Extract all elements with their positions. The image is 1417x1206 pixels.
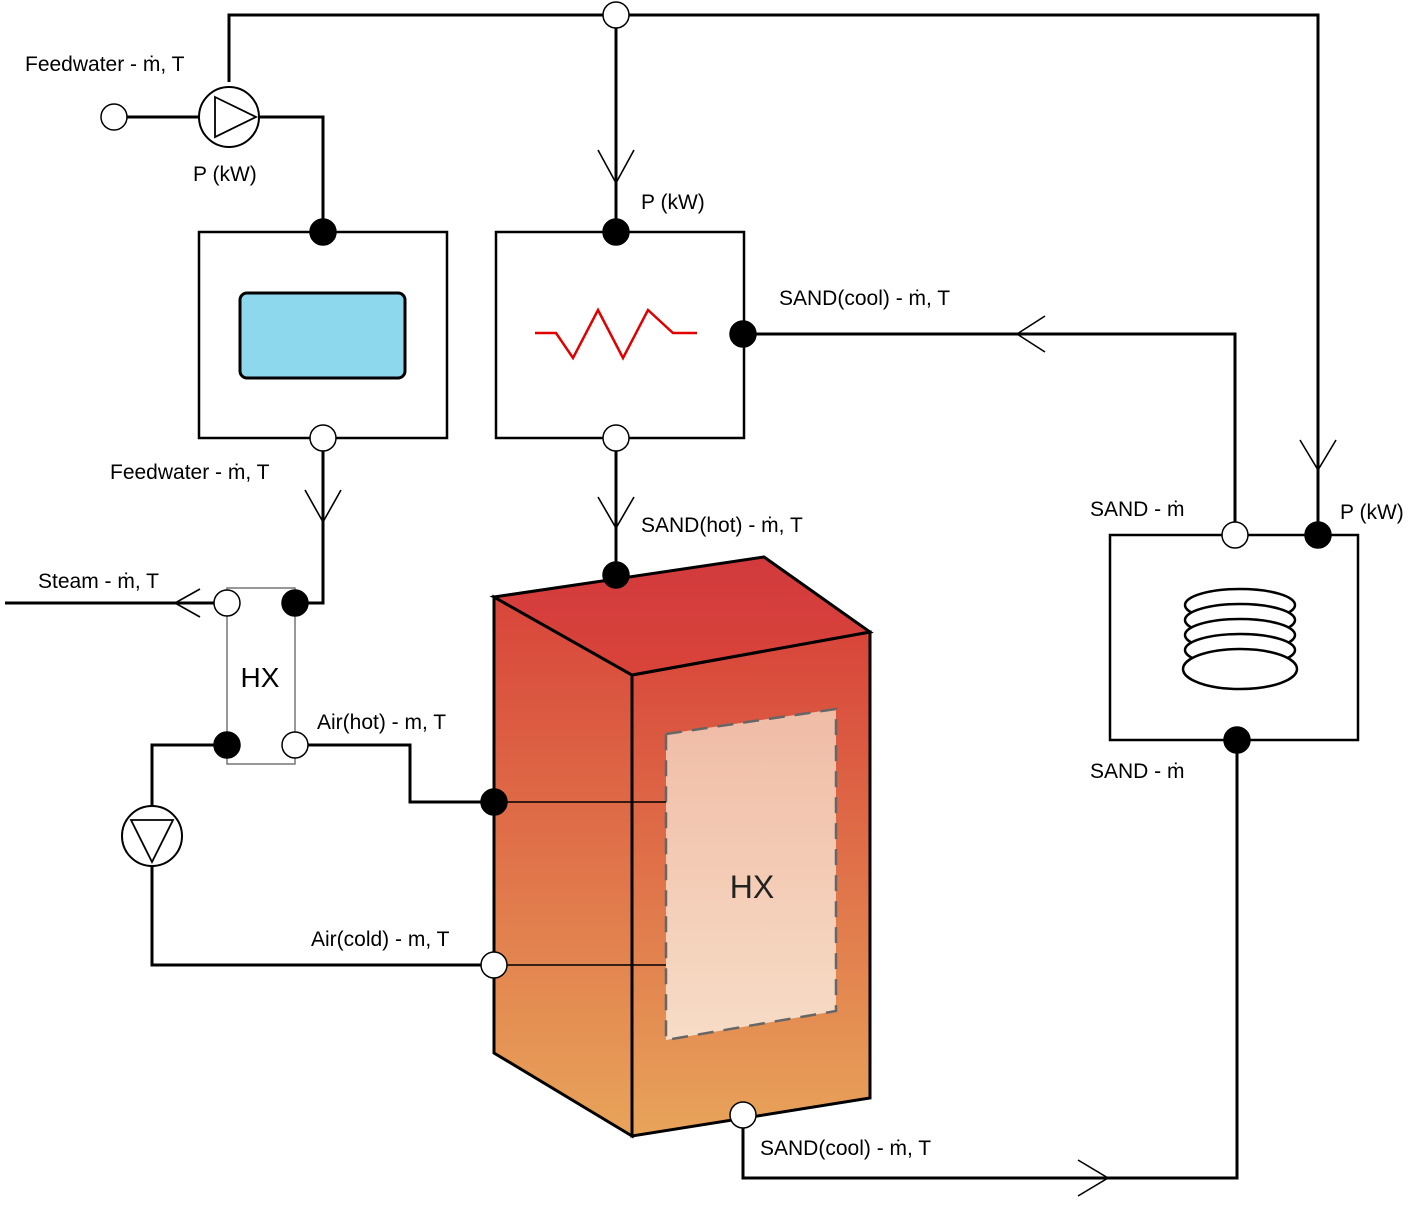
hx-box — [226, 587, 296, 765]
port-heater-power — [602, 218, 630, 246]
pipe-top-bus — [227, 13, 1320, 535]
label-sand-cool-return: SAND(cool) - ṁ, T — [779, 287, 950, 310]
piping — [5, 13, 1320, 1180]
labels: Feedwater - ṁ, T P (kW) P (kW) SAND(cool… — [25, 53, 1404, 1160]
port-lift-power — [1304, 521, 1332, 549]
steam-heat-exchanger: HX — [226, 587, 296, 765]
tank-top-face — [489, 555, 874, 677]
pipe-air-hot — [295, 743, 494, 804]
heater-box — [494, 230, 746, 440]
arrow-down-icon — [597, 496, 635, 530]
label-sand-out: SAND - ṁ — [1090, 760, 1185, 783]
port-hx-steam — [213, 589, 241, 617]
port-heater-out — [602, 424, 630, 452]
port-storage-air-cold — [480, 951, 508, 979]
port-hx-air-cold — [213, 731, 241, 759]
port-heater-sand-in — [729, 320, 757, 348]
arrow-down-icon — [304, 489, 342, 524]
coil-spring-icon — [1181, 587, 1299, 691]
heating-coil-icon — [535, 307, 697, 361]
pipe-pump-to-tank — [259, 115, 325, 232]
port-hx-air-hot — [281, 731, 309, 759]
tank-hx-panel — [664, 707, 838, 1042]
electric-heater-unit — [494, 230, 746, 440]
label-sand-cool-out: SAND(cool) - ṁ, T — [760, 1137, 931, 1160]
label-pump-power: P (kW) — [193, 163, 257, 186]
port-water-tank-in — [309, 218, 337, 246]
arrow-down-icon — [1299, 439, 1337, 472]
sand-lift-unit — [1108, 533, 1360, 742]
pipe-sand-cool-out — [741, 740, 1239, 1180]
tank-hx-label: HX — [730, 869, 774, 905]
port-feedwater-inlet — [100, 103, 128, 131]
port-lift-sand-in — [1223, 726, 1251, 754]
arrow-left-icon — [173, 588, 201, 618]
label-sand-in: SAND - ṁ — [1090, 498, 1185, 521]
pipe-sand-cool-return — [743, 332, 1237, 535]
sand-storage-tank: HX — [489, 555, 874, 1139]
flow-arrows — [173, 149, 1337, 1197]
port-water-tank-out — [309, 424, 337, 452]
label-feedwater-in: Feedwater - ṁ, T — [25, 53, 185, 76]
port-storage-air-hot — [480, 788, 508, 816]
label-feedwater-out: Feedwater - ṁ, T — [110, 461, 270, 484]
hx-label: HX — [241, 662, 280, 693]
arrow-down-icon — [597, 149, 635, 185]
pipe-tank-to-hx — [295, 438, 325, 605]
label-sand-hot: SAND(hot) - ṁ, T — [641, 514, 803, 537]
label-heater-power: P (kW) — [641, 191, 705, 214]
port-storage-sand-in — [602, 561, 630, 589]
label-steam: Steam - ṁ, T — [38, 570, 159, 593]
arrow-left-icon — [1015, 315, 1046, 353]
pump-icon — [198, 86, 260, 148]
arrow-right-icon — [1077, 1159, 1110, 1197]
label-air-cold: Air(cold) - m, T — [311, 928, 450, 951]
ports — [100, 1, 1332, 1129]
label-lift-power: P (kW) — [1340, 501, 1404, 524]
pump-icon — [121, 805, 183, 867]
port-hx-feedwater — [281, 589, 309, 617]
port-storage-sand-out — [729, 1101, 757, 1129]
port-top-bus-junction — [602, 1, 630, 29]
port-lift-sand-out — [1221, 521, 1249, 549]
water-tank-icon — [238, 291, 407, 380]
label-air-hot: Air(hot) - m, T — [317, 711, 446, 734]
tank-side-face — [492, 594, 634, 1139]
water-tank-unit — [197, 230, 449, 440]
